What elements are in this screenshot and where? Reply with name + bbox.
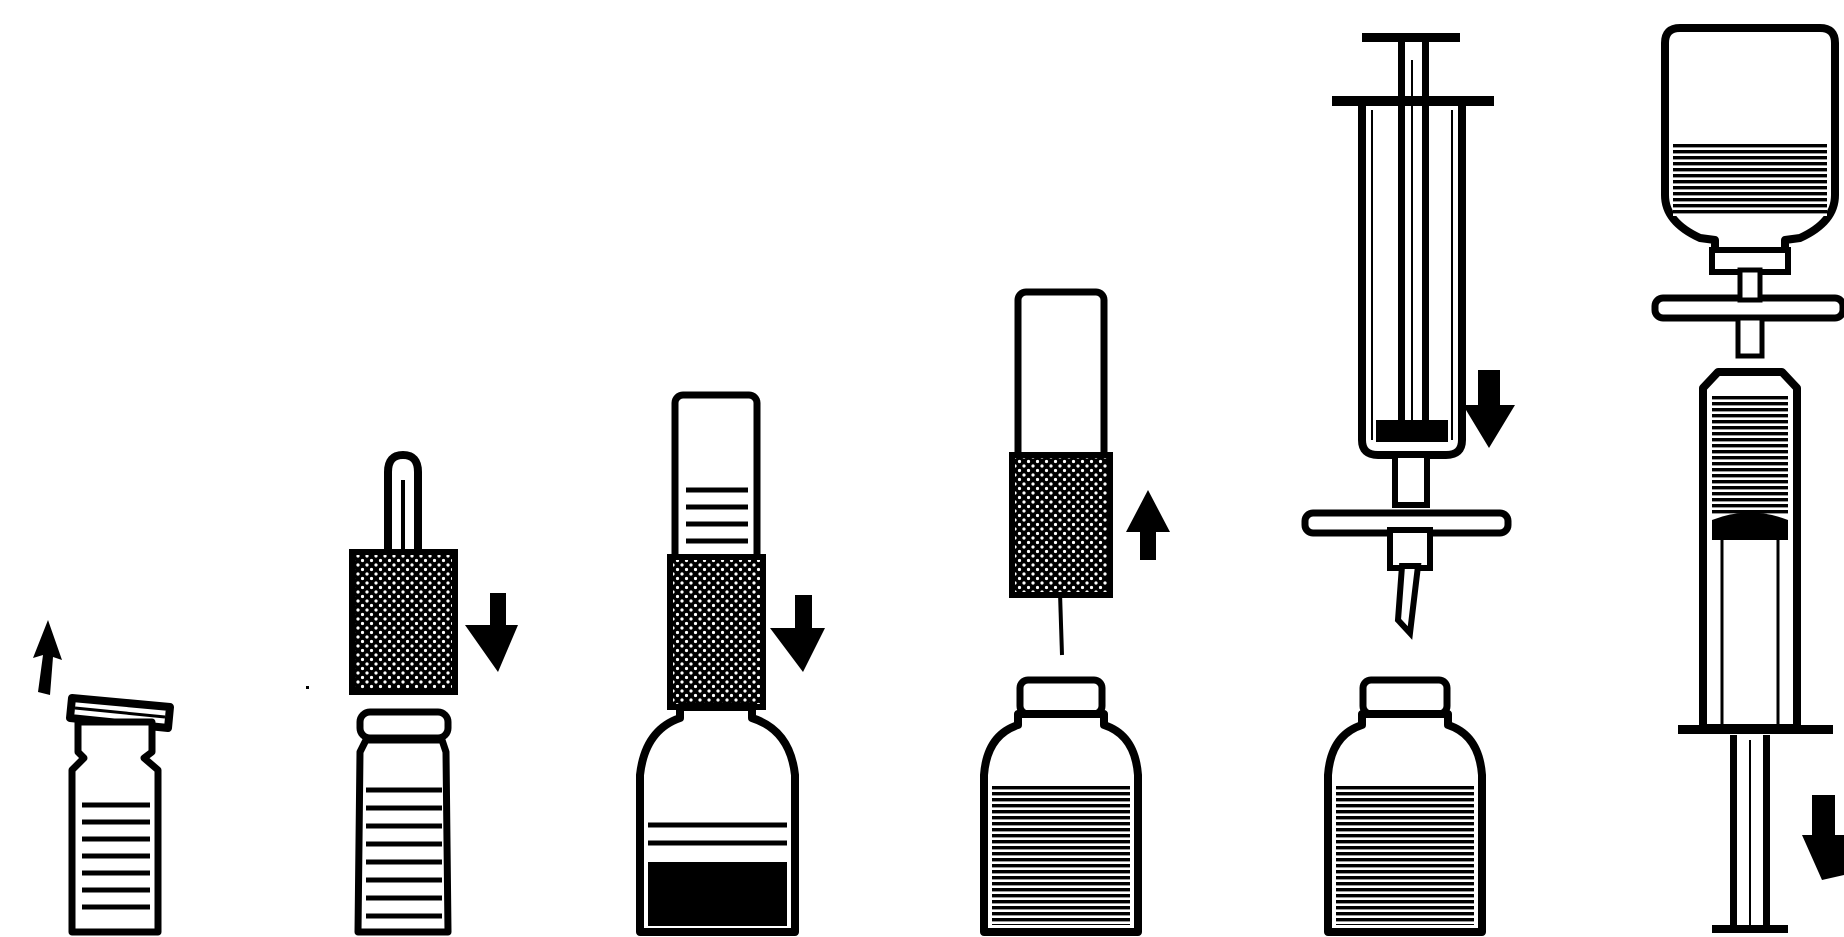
diluent-bottle [640,707,795,932]
liquid-lines [1712,395,1788,515]
arrow-down-icon [770,595,825,672]
inverted-vial-top [1665,28,1835,272]
needle [1398,566,1418,633]
step-6-withdraw-into-syringe [1655,28,1844,933]
syringe-plunger [1362,33,1460,420]
arrow-down-icon [465,593,518,672]
transfer-device-dotted [1012,455,1110,595]
transfer-device-dotted [352,552,455,692]
liquid-lines [992,785,1130,925]
arrow-up-icon [33,620,62,695]
step-2-attach-device [306,455,518,932]
syringe-plunger [1712,735,1788,933]
transfer-device-dotted [670,557,763,707]
arrow-down-icon [1463,370,1515,448]
step-4-remove-device [984,292,1170,932]
syringe-barrel [1678,372,1833,734]
arrow-down-icon [1802,795,1844,880]
vial-small [72,722,158,932]
inverted-vial [1018,292,1104,467]
mixed-bottle [984,680,1138,932]
inverted-vial [675,395,757,570]
spike-tip [388,455,418,555]
liquid-lines [1336,785,1474,925]
liquid-lines [1673,142,1827,216]
step-3-press-on-bottle [640,395,825,932]
vial-small [358,712,448,932]
step-5-syringe [1305,33,1515,932]
mixed-bottle [1328,680,1482,932]
liquid-band [648,862,787,926]
step-1-open-vial [33,620,170,932]
arrow-up-icon [1126,490,1170,560]
